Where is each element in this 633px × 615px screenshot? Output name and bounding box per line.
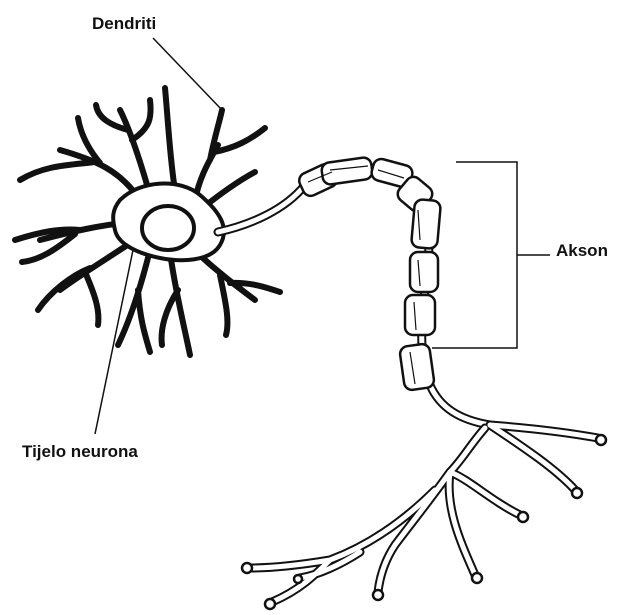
synaptic-knob <box>265 599 275 609</box>
synaptic-knob <box>518 512 528 522</box>
synaptic-knob <box>373 590 383 600</box>
myelin-segment <box>321 157 374 186</box>
dendrite <box>192 248 280 335</box>
axon-bracket <box>432 162 517 348</box>
synaptic-knob <box>572 488 582 498</box>
dendrite <box>162 252 190 355</box>
myelin-segment <box>405 295 435 335</box>
synaptic-knobs <box>242 435 606 609</box>
cell-body-leader-line <box>95 250 133 434</box>
axon <box>218 167 490 425</box>
axon-label: Akson <box>556 241 608 261</box>
myelin-segment <box>410 252 438 292</box>
dendrites-label: Dendriti <box>92 14 156 34</box>
cell-body-label: Tijelo neurona <box>22 442 138 462</box>
synaptic-knob <box>294 575 302 583</box>
synaptic-knob <box>472 573 482 583</box>
nucleus <box>142 206 194 250</box>
synaptic-knob <box>596 435 606 445</box>
axon-terminals <box>250 425 598 602</box>
myelin-sheath <box>297 157 441 391</box>
dendrite <box>165 88 175 190</box>
myelin-segment <box>411 199 441 249</box>
synaptic-knob <box>242 563 252 573</box>
myelin-segment <box>399 343 435 391</box>
